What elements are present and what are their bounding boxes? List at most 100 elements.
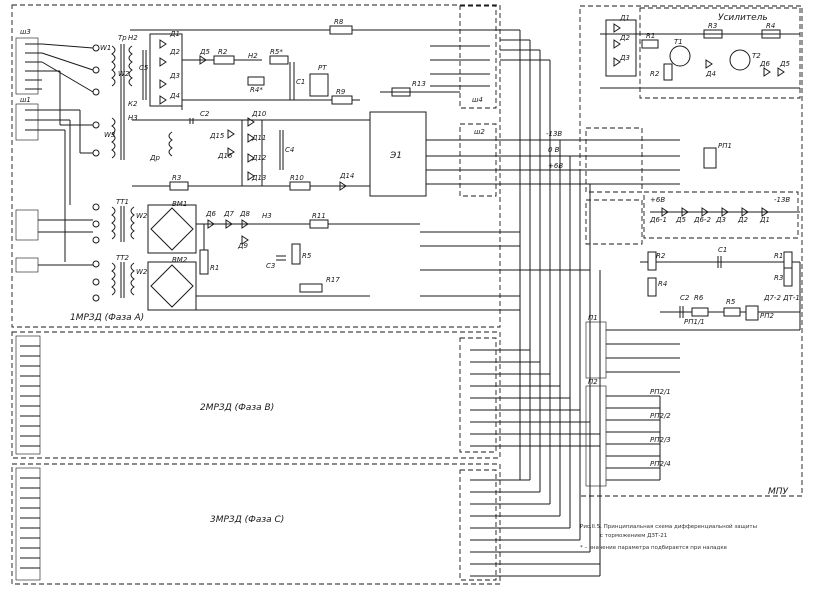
svg-text:РП2/3: РП2/3 <box>650 436 671 444</box>
mpu-block <box>579 5 803 497</box>
svg-text:R3: R3 <box>708 22 717 30</box>
svg-text:Д5: Д5 <box>779 60 790 68</box>
svg-text:Н3: Н3 <box>128 114 138 122</box>
input-wiring-a <box>38 43 94 266</box>
svg-text:Рис.II.5. Принципиальная схема: Рис.II.5. Принципиальная схема дифференц… <box>580 523 757 530</box>
svg-text:ш1: ш1 <box>20 96 31 104</box>
diode-string: +6В -13В Д6-1 Д5 Д6-2 Д3 Д2 Д1 <box>643 191 800 239</box>
svg-text:Д2: Д2 <box>737 216 748 224</box>
svg-text:с торможением ДЗТ-21: с торможением ДЗТ-21 <box>600 533 667 539</box>
svg-text:R4: R4 <box>766 22 775 30</box>
svg-text:Т2: Т2 <box>752 52 761 60</box>
svg-text:Д1: Д1 <box>619 14 630 22</box>
svg-text:П1: П1 <box>588 314 598 322</box>
svg-text:Д2: Д2 <box>169 48 180 56</box>
phase-b-block <box>11 331 501 459</box>
svg-text:ТТ1: ТТ1 <box>116 198 129 206</box>
svg-text:R6: R6 <box>694 294 704 302</box>
svg-text:Н3: Н3 <box>262 212 272 220</box>
svg-text:R2: R2 <box>650 70 660 78</box>
svg-text:R1: R1 <box>646 32 655 40</box>
svg-text:С2: С2 <box>680 294 690 302</box>
svg-text:Н2: Н2 <box>128 34 138 42</box>
svg-text:R8: R8 <box>334 18 344 26</box>
svg-text:С1: С1 <box>296 78 305 86</box>
svg-text:Тр: Тр <box>118 34 127 42</box>
svg-text:Т1: Т1 <box>674 38 683 46</box>
phase-a-label: 1МРЗД (Фаза А) <box>70 313 144 323</box>
svg-text:РП2/2: РП2/2 <box>650 412 671 420</box>
phase-c-label: 3МРЗД (Фаза С) <box>210 515 284 525</box>
svg-text:С5: С5 <box>139 64 149 72</box>
svg-text:Д12: Д12 <box>251 154 267 162</box>
svg-text:С3: С3 <box>266 262 275 270</box>
svg-text:Д1: Д1 <box>169 30 180 38</box>
svg-text:Д15: Д15 <box>209 132 225 140</box>
svg-text:-13В: -13В <box>546 130 562 138</box>
svg-text:Д1: Д1 <box>759 216 770 224</box>
svg-text:R11: R11 <box>312 212 326 220</box>
svg-text:R5: R5 <box>302 252 312 260</box>
svg-text:Д4: Д4 <box>169 92 180 100</box>
connector-strip-w3: ш3 <box>15 28 42 95</box>
svg-text:R1: R1 <box>210 264 219 272</box>
phase-b-left-connector <box>15 335 41 455</box>
transformer-tr: Тр W1 W2 W3 Н2 К2 Н3 <box>92 34 138 160</box>
svg-text:R9: R9 <box>336 88 346 96</box>
phase-c-left-connector <box>15 467 41 581</box>
svg-text:Д7-2 ДТ-1: Д7-2 ДТ-1 <box>763 294 800 302</box>
svg-text:Д13: Д13 <box>251 174 266 182</box>
amplifier-circuit: Д1 Д2 Д3 R1 Т1 R2 R3 Д4 Т2 R4 Д6 Д5 <box>600 14 800 89</box>
svg-text:РТ: РТ <box>318 64 327 72</box>
svg-text:Д9: Д9 <box>237 242 248 250</box>
svg-text:Д8: Д8 <box>239 210 250 218</box>
top-resistors: R8 Д5 R2 Н2 R5* R4* С1 РТ R9 <box>130 18 500 110</box>
svg-text:+6В: +6В <box>548 162 563 170</box>
svg-text:Д16: Д16 <box>217 152 233 160</box>
svg-text:W2: W2 <box>136 212 148 220</box>
svg-text:Н2: Н2 <box>248 52 258 60</box>
mpu-inputs: -13В 0 В +6В РП1 <box>510 127 732 245</box>
svg-text:R3: R3 <box>774 274 783 282</box>
figure-caption: Рис.II.5. Принципиальная схема дифференц… <box>580 523 757 551</box>
svg-text:Д3: Д3 <box>715 216 726 224</box>
svg-text:Д14: Д14 <box>339 172 354 180</box>
svg-text:Д11: Д11 <box>251 134 266 142</box>
amplifier-label: Усилитель <box>718 13 768 23</box>
rectifier-d1-d4: Д1 Д2 Д3 Д4 С5 <box>139 30 183 107</box>
svg-text:R10: R10 <box>290 174 304 182</box>
svg-text:РП1/1: РП1/1 <box>684 318 705 326</box>
svg-text:+6В: +6В <box>650 196 665 204</box>
svg-text:0 В: 0 В <box>548 146 560 154</box>
svg-text:* – значение параметра подбира: * – значение параметра подбирается при н… <box>580 545 728 551</box>
svg-text:ВМ2: ВМ2 <box>172 256 188 264</box>
svg-text:К2: К2 <box>128 100 138 108</box>
svg-text:Д3: Д3 <box>619 54 630 62</box>
svg-text:ТТ2: ТТ2 <box>116 254 130 262</box>
svg-text:Э1: Э1 <box>389 151 402 161</box>
svg-text:R4: R4 <box>658 280 667 288</box>
svg-text:РП2/4: РП2/4 <box>650 460 671 468</box>
svg-text:С1: С1 <box>718 246 727 254</box>
svg-text:Д3: Д3 <box>169 72 180 80</box>
mpu-label: МПУ <box>768 487 789 497</box>
lower-network: Д6 Д7 Д8 Д9 Н3 R11 R1 С3 R5 R17 <box>196 210 480 311</box>
svg-text:Д6-2: Д6-2 <box>693 216 711 224</box>
svg-text:-13В: -13В <box>774 196 790 204</box>
svg-text:W2: W2 <box>136 268 148 276</box>
svg-text:ш4: ш4 <box>472 96 483 104</box>
phase-c-block <box>11 463 501 585</box>
svg-text:С2: С2 <box>200 110 210 118</box>
svg-text:R2: R2 <box>218 48 228 56</box>
phase-b-label: 2МРЗД (Фаза В) <box>200 403 274 413</box>
svg-text:Д7: Д7 <box>223 210 234 218</box>
svg-text:Д4: Д4 <box>705 70 716 78</box>
amplifier-block <box>639 7 801 99</box>
svg-text:Д2: Д2 <box>619 34 630 42</box>
svg-text:R13: R13 <box>412 80 426 88</box>
phase-a-block <box>11 4 501 328</box>
svg-text:РП2/1: РП2/1 <box>650 388 671 396</box>
svg-text:ш2: ш2 <box>474 128 485 136</box>
svg-text:С4: С4 <box>285 146 294 154</box>
mpu-middle: R2 С1 R1 R4 R3 С2 R6 R5 РП2 Д7-2 ДТ-1 РП… <box>640 246 800 326</box>
